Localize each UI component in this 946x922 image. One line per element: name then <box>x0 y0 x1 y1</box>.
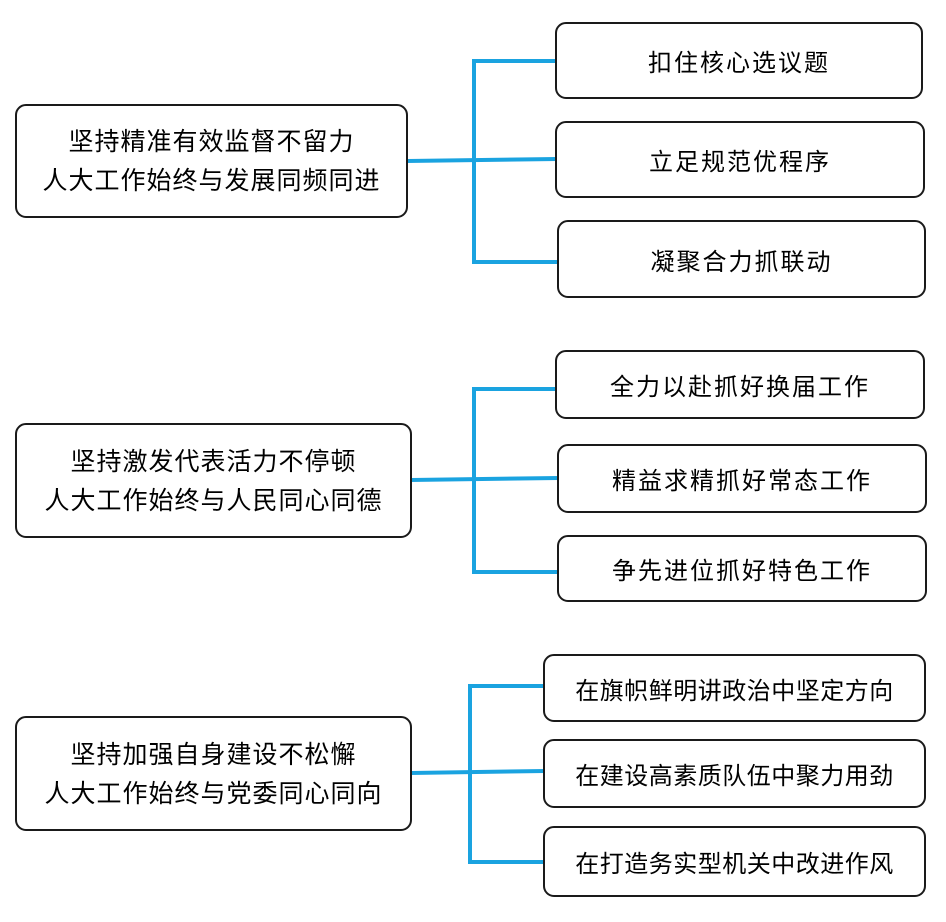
sub-node-2-2: 精益求精抓好常态工作 <box>557 444 927 513</box>
main-node-1-line1: 坚持精准有效监督不留力 <box>68 127 355 156</box>
sub-node-2-3: 争先进位抓好特色工作 <box>557 535 927 602</box>
connector-main-2 <box>409 475 560 483</box>
main-node-1-line2: 人大工作始终与发展同频同进 <box>42 166 381 195</box>
main-node-2-line2: 人大工作始终与人民同心同德 <box>44 485 383 515</box>
main-node-1: 坚持精准有效监督不留力 人大工作始终与发展同频同进 <box>15 104 408 218</box>
main-node-3-line1: 坚持加强自身建设不松懈 <box>70 739 357 769</box>
sub-node-3-3: 在打造务实型机关中改进作风 <box>543 826 926 897</box>
sub-node-1-1: 扣住核心选议题 <box>555 22 923 99</box>
sub-node-3-2: 在建设高素质队伍中聚力用劲 <box>543 739 926 808</box>
sub-node-2-1: 全力以赴抓好换届工作 <box>555 350 925 419</box>
connector-main-1 <box>405 156 558 164</box>
main-node-2: 坚持激发代表活力不停顿 人大工作始终与人民同心同德 <box>15 423 412 538</box>
connector-main-3 <box>409 768 546 776</box>
sub-node-1-2: 立足规范优程序 <box>555 121 925 198</box>
main-node-3: 坚持加强自身建设不松懈 人大工作始终与党委同心同向 <box>15 716 412 831</box>
sub-node-3-1: 在旗帜鲜明讲政治中坚定方向 <box>543 654 926 722</box>
sub-node-1-3: 凝聚合力抓联动 <box>557 220 926 298</box>
main-node-2-line1: 坚持激发代表活力不停顿 <box>70 446 357 476</box>
main-node-3-line2: 人大工作始终与党委同心同向 <box>44 778 383 808</box>
